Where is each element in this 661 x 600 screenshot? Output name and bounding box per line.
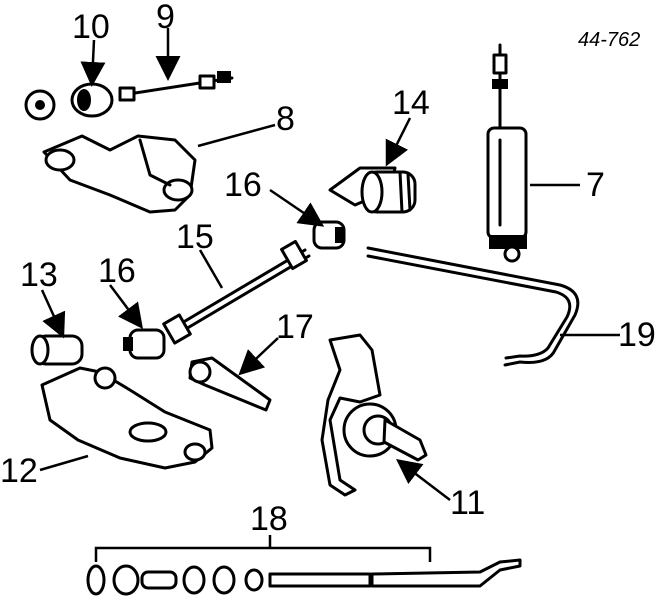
- label-16-upper: 16: [224, 166, 262, 204]
- label-7: 7: [586, 166, 605, 204]
- label-12: 12: [0, 452, 38, 490]
- part-17-idler-arm: [188, 356, 272, 412]
- part-14-bracket: [328, 166, 417, 214]
- label-8: 8: [276, 100, 295, 138]
- part-12-lower-control-arm: [40, 366, 214, 470]
- part-16-bushing-upper: [312, 220, 346, 250]
- part-7-shock-absorber: [486, 43, 528, 263]
- label-11: 11: [450, 484, 485, 522]
- part-19-stabilizer-bar: [366, 246, 580, 367]
- label-17: 17: [276, 308, 314, 346]
- label-19: 19: [618, 316, 656, 354]
- label-10: 10: [72, 8, 110, 46]
- part-9-cross-shaft: [118, 71, 234, 102]
- part-16-bushing-lower: [123, 328, 166, 360]
- part-15-strut-rod: [162, 239, 311, 345]
- label-18: 18: [250, 500, 288, 538]
- part-8-upper-control-arm: [42, 134, 197, 214]
- part-11-steering-knuckle: [320, 333, 428, 497]
- label-14: 14: [392, 84, 430, 122]
- label-13: 13: [20, 256, 58, 294]
- part-13-bushing: [30, 334, 84, 366]
- part-18-linkage-set: [86, 535, 522, 596]
- label-15: 15: [176, 218, 214, 256]
- part-labels: 10 9 8 14 16 7 15 13 16 17 19 12 11 18: [0, 0, 656, 538]
- part-10-bushings: [24, 82, 114, 121]
- diagram-code: 44-762: [578, 29, 640, 51]
- label-16-lower: 16: [98, 252, 136, 290]
- leader-lines: [39, 28, 620, 501]
- label-9: 9: [156, 0, 175, 36]
